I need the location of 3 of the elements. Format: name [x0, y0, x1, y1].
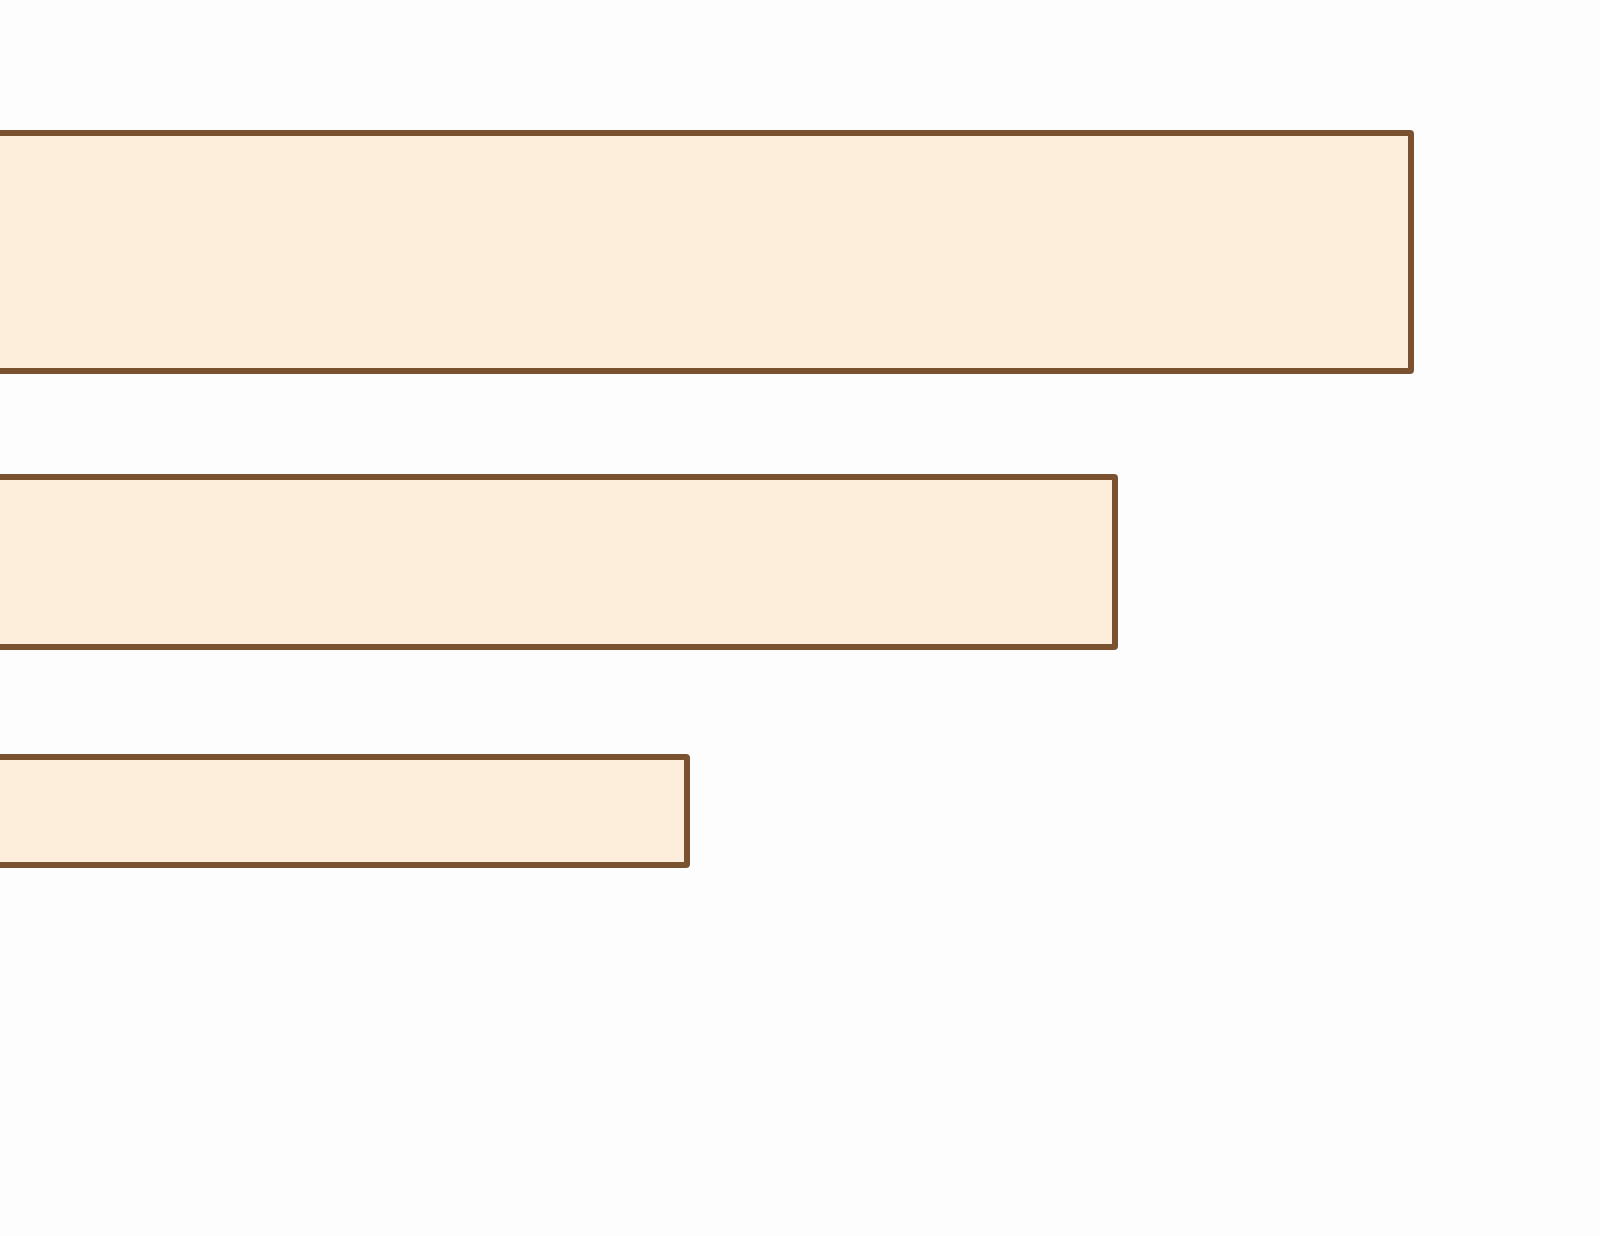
- blank-panel: [0, 754, 690, 868]
- blank-panel: [0, 474, 1118, 650]
- blank-panel: [0, 130, 1414, 374]
